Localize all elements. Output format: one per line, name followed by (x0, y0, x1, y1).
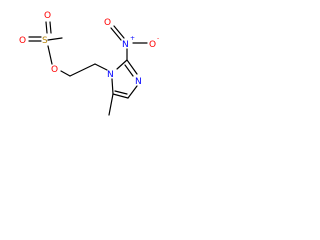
molecule-structure: O S O O N N + O O - N (19, 11, 159, 116)
atom-o-top: O (44, 11, 51, 21)
bond-s-o-ester (47, 45, 53, 65)
bond-n1-c2 (116, 59, 128, 70)
atom-o-nitro-top: O (104, 18, 111, 28)
atom-n-ring2: N (135, 77, 142, 87)
atom-s: S (42, 36, 48, 46)
atom-o-left: O (19, 36, 26, 46)
atom-o-nitro-minus: O (149, 40, 156, 50)
bond-methyl-s (47, 37, 63, 41)
bond-s-o-top-a (45, 21, 48, 34)
bond-n3-c4 (127, 85, 138, 99)
bond-c5-methyl (108, 93, 114, 116)
bonds (28, 21, 148, 116)
bond-c2-n3-a (126, 59, 138, 75)
atom-o-nitro-charge: - (157, 35, 159, 42)
bond-c4-c5-a (112, 93, 129, 99)
atom-labels: O S O O N N + O O - N (19, 11, 159, 87)
bond-nnitro-o-top-a (110, 27, 122, 41)
bond-o-ch2 (60, 70, 71, 77)
bond-ch2-n1 (94, 63, 108, 71)
bond-c4-c5-b (114, 90, 128, 95)
atom-n-ring: N (107, 70, 114, 80)
atom-n-nitro-charge: + (130, 35, 135, 42)
bond-nnitro-o-top-b (113, 25, 125, 39)
bond-ch2-ch2 (69, 63, 96, 77)
bond-s-o-top-b (49, 21, 52, 34)
atom-n-nitro: N (122, 40, 129, 50)
atom-o-ester: O (51, 65, 58, 75)
bond-c5-n1 (111, 78, 114, 95)
bond-c2-n3-b (124, 64, 134, 77)
